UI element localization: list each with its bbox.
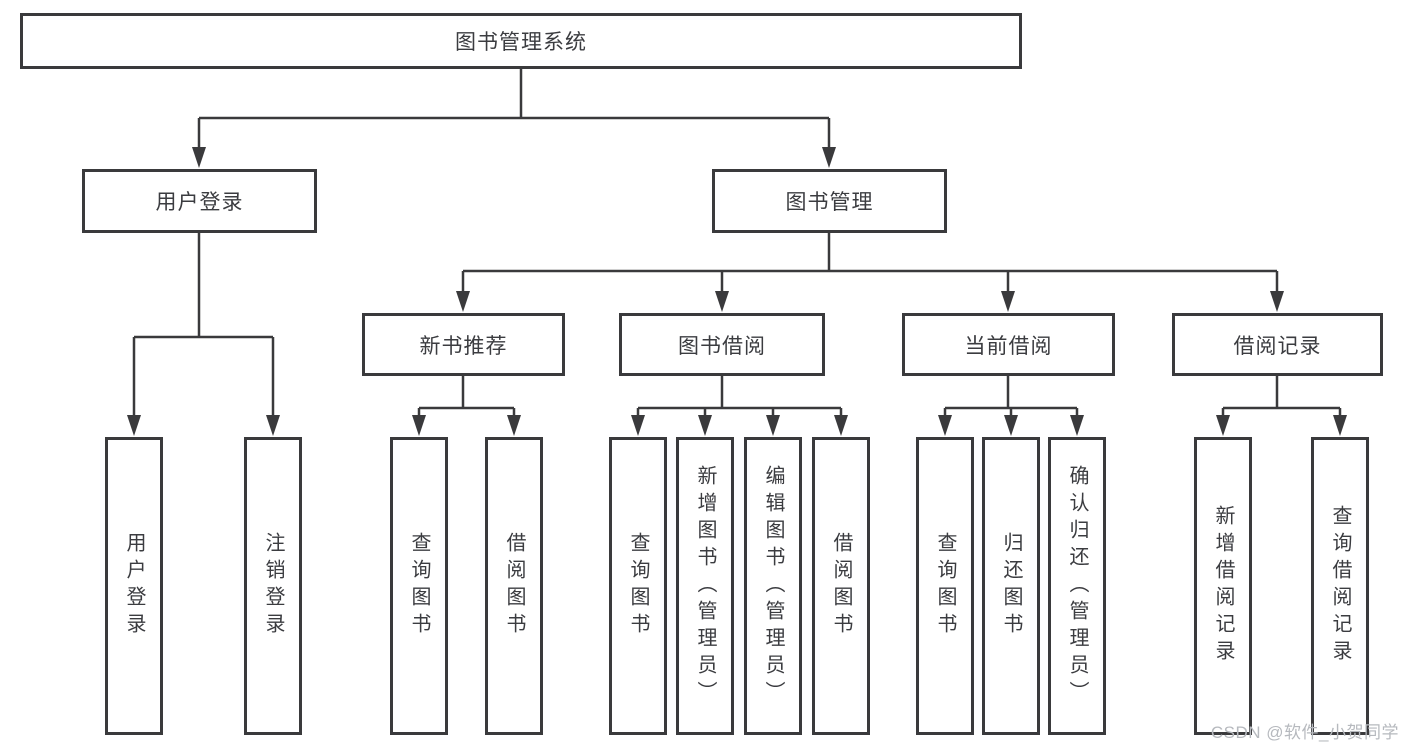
- leaf-newbook-borrow-books: 借阅图书: [485, 437, 543, 735]
- node-label: 图书借阅: [678, 334, 766, 358]
- leaf-records-add-borrow-record: 新增借阅记录: [1194, 437, 1252, 735]
- node-current-borrowing: 当前借阅: [902, 313, 1115, 376]
- leaf-user-login: 用户登录: [105, 437, 163, 735]
- node-book-borrowing: 图书借阅: [619, 313, 825, 376]
- leaf-label: 用户登录: [123, 532, 145, 640]
- leaf-label: 查询图书: [934, 532, 956, 640]
- node-new-book-recommend: 新书推荐: [362, 313, 565, 376]
- leaf-label: 查询借阅记录: [1329, 505, 1351, 667]
- leaf-current-query-books: 查询图书: [916, 437, 974, 735]
- leaf-newbook-query-books: 查询图书: [390, 437, 448, 735]
- node-label: 当前借阅: [964, 334, 1053, 358]
- node-borrowing-records: 借阅记录: [1172, 313, 1383, 376]
- node-label: 图书管理: [785, 191, 874, 214]
- node-label: 借阅记录: [1233, 334, 1322, 358]
- node-book-management: 图书管理: [712, 169, 947, 233]
- leaf-label: 归还图书: [1000, 532, 1022, 640]
- leaf-label: 借阅图书: [830, 532, 852, 640]
- node-library-management-system: 图书管理系统: [20, 13, 1022, 69]
- leaf-borrow-edit-books-admin: 编辑图书（管理员）: [744, 437, 802, 735]
- node-label: 新书推荐: [419, 334, 508, 358]
- leaf-label: 编辑图书（管理员）: [762, 464, 784, 708]
- node-user-login: 用户登录: [82, 169, 317, 233]
- leaf-label: 查询图书: [408, 532, 430, 640]
- leaf-current-return-books: 归还图书: [982, 437, 1040, 735]
- leaf-label: 查询图书: [627, 532, 649, 640]
- leaf-borrow-add-books-admin: 新增图书（管理员）: [676, 437, 734, 735]
- node-label: 用户登录: [155, 191, 244, 214]
- leaf-logout: 注销登录: [244, 437, 302, 735]
- csdn-watermark: CSDN @软件_小贺同学: [1210, 723, 1399, 742]
- node-label: 图书管理系统: [455, 31, 587, 54]
- leaf-borrow-query-books: 查询图书: [609, 437, 667, 735]
- leaf-label: 新增图书（管理员）: [694, 464, 716, 708]
- leaf-current-confirm-return-admin: 确认归还（管理员）: [1048, 437, 1106, 735]
- leaf-label: 借阅图书: [503, 532, 525, 640]
- leaf-label: 注销登录: [262, 532, 284, 640]
- leaf-records-query-borrow-record: 查询借阅记录: [1311, 437, 1369, 735]
- leaf-label: 确认归还（管理员）: [1066, 464, 1088, 708]
- leaf-label: 新增借阅记录: [1212, 505, 1234, 667]
- leaf-borrow-borrow-books: 借阅图书: [812, 437, 870, 735]
